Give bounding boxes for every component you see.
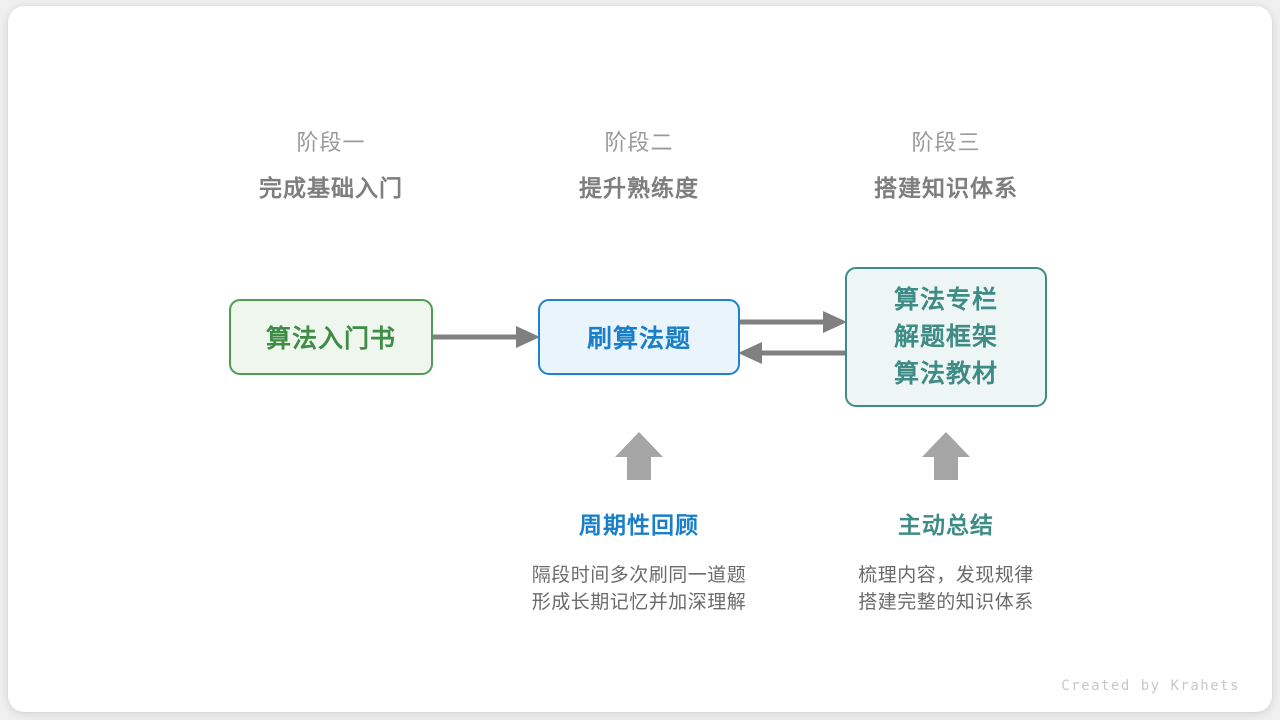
- node-resources-line-1: 算法专栏: [893, 285, 998, 314]
- up-arrow-review: [615, 432, 663, 480]
- node-practice-label: 刷算法题: [586, 325, 691, 353]
- annotation-review-desc-line-1: 隔段时间多次刷同一道题: [531, 565, 747, 586]
- stage-2-title: 提升熟练度: [579, 175, 699, 201]
- annotation-summary-desc-line-1: 梳理内容，发现规律: [858, 565, 1034, 586]
- stage-header-2: 阶段二 提升熟练度: [509, 128, 769, 204]
- stage-header-3: 阶段三 搭建知识体系: [816, 128, 1076, 204]
- stage-2-subtitle: 阶段二: [604, 130, 674, 155]
- annotation-review-desc-line-2: 形成长期记忆并加深理解: [531, 592, 747, 613]
- annotation-summary-desc-line-2: 搭建完整的知识体系: [858, 592, 1034, 613]
- stage-1-subtitle: 阶段一: [296, 130, 366, 155]
- arrow-practice-to-resources: [740, 311, 847, 333]
- annotation-review-description: 隔段时间多次刷同一道题 形成长期记忆并加深理解: [489, 562, 789, 616]
- annotation-summary-description: 梳理内容，发现规律 搭建完整的知识体系: [796, 562, 1096, 616]
- stage-1-title: 完成基础入门: [259, 175, 403, 201]
- stage-header-1: 阶段一 完成基础入门: [201, 128, 461, 204]
- up-arrow-summary: [922, 432, 970, 480]
- stage-3-subtitle: 阶段三: [911, 130, 981, 155]
- stage-3-title: 搭建知识体系: [874, 175, 1018, 201]
- credit-label: Created by Krahets: [1061, 678, 1240, 694]
- annotation-active-summary: 主动总结 梳理内容，发现规律 搭建完整的知识体系: [796, 510, 1096, 616]
- arrow-book-to-practice: [433, 326, 540, 348]
- node-algorithm-intro-book[interactable]: 算法入门书: [229, 299, 433, 375]
- node-resources-line-2: 解题框架: [893, 322, 998, 351]
- node-book-label: 算法入门书: [265, 325, 396, 353]
- node-knowledge-resources[interactable]: 算法专栏 解题框架 算法教材: [845, 267, 1047, 407]
- node-resources-line-3: 算法教材: [893, 359, 998, 388]
- annotation-summary-title: 主动总结: [898, 512, 994, 538]
- arrow-resources-to-practice: [738, 342, 845, 364]
- annotation-periodic-review: 周期性回顾 隔段时间多次刷同一道题 形成长期记忆并加深理解: [489, 510, 789, 616]
- node-practice-problems[interactable]: 刷算法题: [538, 299, 740, 375]
- annotation-review-title: 周期性回顾: [579, 512, 699, 538]
